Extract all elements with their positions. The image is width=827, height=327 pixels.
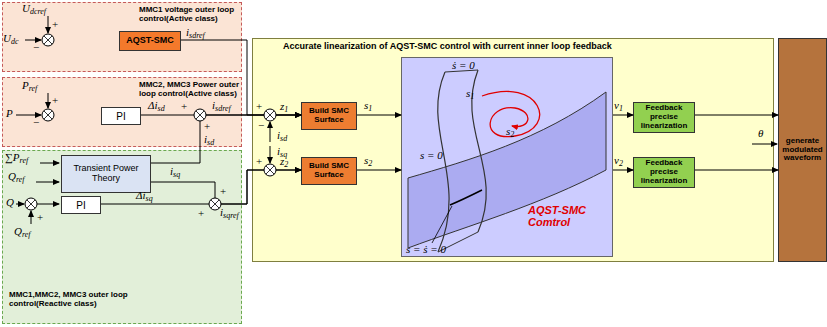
box-label: Transient Power Theory <box>64 164 148 184</box>
process-box: Transient Power Theory <box>61 155 151 193</box>
sign-label: − <box>33 117 39 128</box>
signal-label: Pref <box>22 80 37 91</box>
process-box: Build SMC Surface <box>301 157 357 185</box>
signal-label: Qref <box>8 171 25 182</box>
signal-label: s1 <box>364 100 372 111</box>
process-box: Feedback precise linearization <box>633 102 695 133</box>
signal-label: z2 <box>280 156 288 167</box>
region-title: Accurate linearization of AQST-SMC contr… <box>283 42 753 52</box>
signal-label: isqref <box>220 207 239 218</box>
box-label: Build SMC Surface <box>304 162 354 180</box>
box-label: generate modulated waveform <box>781 137 824 163</box>
signal-label: Δisq <box>136 190 153 201</box>
box-label: Feedback precise linearization <box>636 104 692 130</box>
signal-connector <box>151 170 301 204</box>
signal-connector <box>613 115 633 116</box>
signal-connector <box>695 170 778 171</box>
signal-connector <box>357 115 401 116</box>
sign-label: + <box>198 208 204 219</box>
signal-label: Udcref <box>22 3 46 14</box>
sign-label: + <box>256 156 262 167</box>
control-panel: MMC1,MMC2, MMC3 outer loop control(React… <box>2 150 242 324</box>
signal-connector <box>151 115 301 163</box>
sign-label: + <box>256 101 262 112</box>
signal-connector <box>695 115 778 116</box>
sign-label: + <box>52 19 58 30</box>
signal-label: s = 0 <box>420 150 443 161</box>
signal-label: θ <box>758 128 763 139</box>
sliding-surface-sketch <box>408 70 606 252</box>
signal-label: s = ṡ = 0 <box>406 244 446 255</box>
sign-label: + <box>181 101 187 112</box>
box-label: PI <box>116 111 125 122</box>
box-label: Feedback precise linearization <box>636 159 692 185</box>
signal-connector <box>181 40 301 115</box>
sign-label: + <box>220 186 226 197</box>
signal-label: Q <box>6 197 14 208</box>
signal-label: Qref <box>14 226 31 237</box>
region-title: MMC1,MMC2, MMC3 outer loop control(React… <box>9 291 169 309</box>
box-label: Build SMC Surface <box>304 107 354 125</box>
output-box: generate modulated waveform <box>778 38 827 262</box>
signal-label: s1 <box>466 88 474 99</box>
sign-label: − <box>258 120 264 131</box>
region-title: MMC1 voltage outer loop control(Active c… <box>139 6 241 24</box>
signal-label: ṡ = 0 <box>452 60 475 71</box>
process-box: Feedback precise linearization <box>633 157 695 188</box>
signal-label: ∑Pref <box>5 152 28 163</box>
region-title: AQST-SMC Comtrol <box>528 204 610 228</box>
pi-box: PI <box>101 107 141 125</box>
signal-connector <box>357 170 401 171</box>
signal-label: isd <box>204 134 214 145</box>
pi-box: PI <box>61 196 101 214</box>
signal-label: ν1 <box>614 100 623 111</box>
signal-connector <box>613 170 633 171</box>
sign-label: − <box>33 42 39 53</box>
signal-label: z1 <box>280 101 288 112</box>
signal-label: P <box>6 108 13 119</box>
signal-label: Udc <box>3 33 19 44</box>
box-label: AQST-SMC <box>126 36 174 46</box>
signal-label: ν2 <box>614 155 623 166</box>
signal-label: isdref <box>186 27 205 38</box>
signal-label: s2 <box>364 155 372 166</box>
box-label: PI <box>76 200 85 211</box>
controller-box: AQST-SMC <box>119 31 181 51</box>
signal-label: Δisd <box>148 100 165 111</box>
sign-label: + <box>52 95 58 106</box>
signal-label: isq <box>170 166 180 177</box>
signal-label: isd <box>277 130 287 141</box>
sign-label: + <box>37 212 43 223</box>
process-box: Build SMC Surface <box>301 102 357 130</box>
signal-label: isdref <box>212 100 231 111</box>
signal-label: s2 <box>506 126 514 137</box>
region-title: MMC2, MMC3 Power outer loop control(Acti… <box>139 81 241 99</box>
sign-label: + <box>204 121 210 132</box>
